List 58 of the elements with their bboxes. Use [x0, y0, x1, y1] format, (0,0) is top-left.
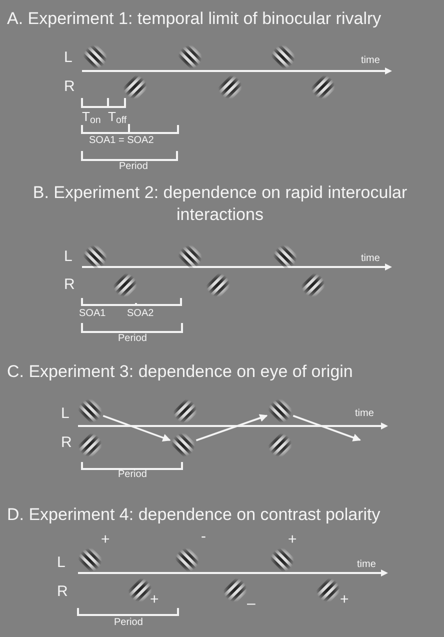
grating-patch [83, 245, 107, 269]
grating-patch [171, 433, 195, 457]
axis-label: time [355, 408, 374, 420]
grating-patch [311, 75, 335, 99]
axis-label: SOA2 [127, 308, 154, 320]
grating-patch [123, 75, 147, 99]
polarity-sign: + [340, 591, 349, 609]
grating-patch [78, 399, 102, 423]
panel-heading: D. Experiment 4: dependence on contrast polarity [7, 504, 380, 526]
grating-patch [268, 399, 292, 423]
polarity-sign: – [247, 595, 256, 613]
axis-label: time [361, 253, 380, 265]
grating-patch [78, 433, 102, 457]
grating-patch [113, 273, 137, 297]
grating-patch [270, 548, 294, 572]
interval-label: T$_{off}$ [108, 109, 127, 125]
grating-patch [223, 578, 247, 602]
eye-label: L [61, 405, 70, 423]
grating-patch [178, 45, 202, 69]
eye-label: L [57, 554, 66, 572]
grating-patch [178, 245, 202, 269]
polarity-sign: + [150, 591, 159, 609]
polarity-sign: + [101, 531, 110, 549]
axis-label: Period [119, 161, 148, 173]
eye-label: L [64, 49, 72, 67]
eye-label: L [64, 248, 72, 266]
axis-label: time [361, 55, 380, 67]
arrow [292, 414, 361, 442]
panel-heading: B. Experiment 2: dependence on rapid interocular interactions [32, 182, 408, 226]
axis-label: Period [118, 333, 147, 345]
axis-label: Period [114, 617, 143, 629]
axis-label: time [357, 559, 376, 571]
axis-label: Period [118, 469, 147, 481]
eye-label: R [57, 583, 68, 601]
axis-label: SOA1 [79, 308, 106, 320]
grating-patch [273, 245, 297, 269]
grating-patch [268, 433, 292, 457]
interval-label: T$_{on}$ [82, 109, 101, 125]
grating-patch [271, 45, 295, 69]
grating-patch [83, 45, 107, 69]
grating-patch [78, 548, 102, 572]
grating-patch [206, 273, 230, 297]
polarity-sign: + [288, 531, 297, 549]
grating-patch [173, 399, 197, 423]
eye-label: R [64, 78, 75, 96]
grating-patch [128, 578, 152, 602]
arrow [196, 414, 268, 442]
grating-patch [301, 273, 325, 297]
panel-heading: C. Experiment 3: dependence on eye of origin [7, 361, 353, 383]
panel-heading: A. Experiment 1: temporal limit of binocular rivalry [7, 8, 382, 30]
grating-patch [316, 578, 340, 602]
eye-label: R [64, 276, 75, 294]
arrow [102, 414, 171, 442]
axis-label: SOA1 = SOA2 [89, 135, 154, 147]
grating-patch [175, 548, 199, 572]
eye-label: R [61, 434, 72, 452]
polarity-sign: - [201, 528, 206, 546]
grating-patch [218, 75, 242, 99]
